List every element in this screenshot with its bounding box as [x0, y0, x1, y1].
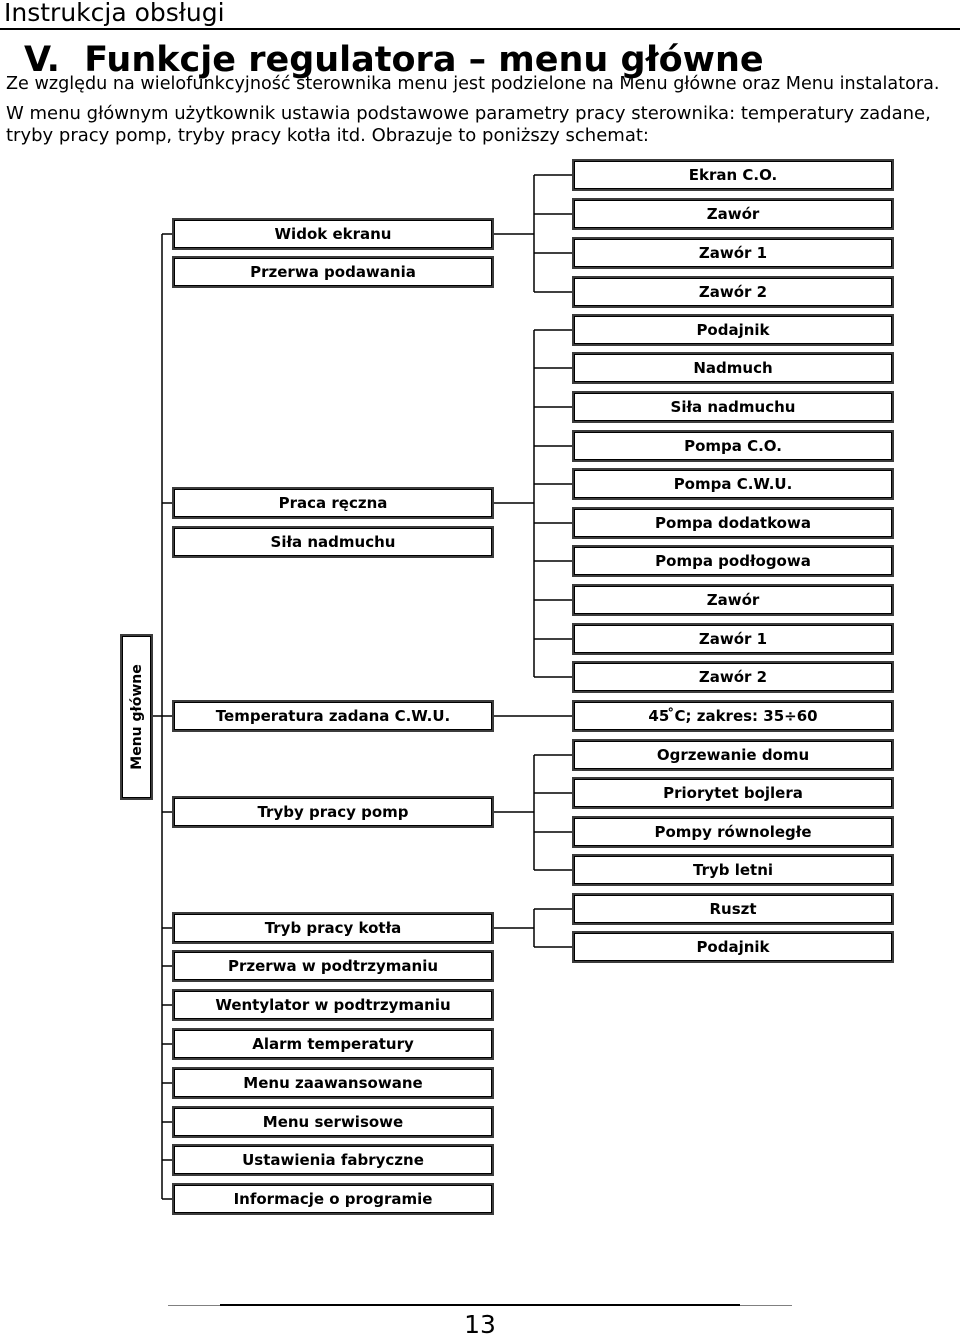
- level2-node-zawor-1: Zawór 1: [572, 237, 894, 269]
- level2-node-zawor: Zawór: [572, 198, 894, 230]
- level2-node-cwu-setpoint: 45 ̊C; zakres: 35÷60: [572, 700, 894, 732]
- section-heading: V. Funkcje regulatora – menu główne: [24, 40, 764, 80]
- footer-divider: [220, 1304, 740, 1306]
- level1-node-menu-zaawansowane: Menu zaawansowane: [172, 1067, 494, 1099]
- intro-line-3: tryby pracy pomp, tryby pracy kotła itd.…: [6, 125, 649, 146]
- level1-node-sila-nadmuchu: Siła nadmuchu: [172, 526, 494, 558]
- level2-node-pompa-co: Pompa C.O.: [572, 430, 894, 462]
- root-node-label: Menu główne: [128, 664, 145, 770]
- level1-node-przerwa-podawania: Przerwa podawania: [172, 256, 494, 288]
- level2-node-zawor: Zawór: [572, 584, 894, 616]
- connector-group: [153, 174, 572, 1200]
- level1-node-temperatura-cwu: Temperatura zadana C.W.U.: [172, 700, 494, 732]
- header-divider: [0, 28, 960, 30]
- level2-node-zawor-2: Zawór 2: [572, 276, 894, 308]
- level1-node-widok-ekranu: Widok ekranu: [172, 218, 494, 250]
- level2-node-pompa-dodatkowa: Pompa dodatkowa: [572, 507, 894, 539]
- level2-node-ekran-co: Ekran C.O.: [572, 159, 894, 191]
- level2-node-ogrzewanie-domu: Ogrzewanie domu: [572, 739, 894, 771]
- level1-node-przerwa-w-podtrzymaniu: Przerwa w podtrzymaniu: [172, 950, 494, 982]
- level1-node-ustawienia-fabryczne: Ustawienia fabryczne: [172, 1144, 494, 1176]
- section-title: Funkcje regulatora – menu główne: [84, 40, 764, 80]
- level1-node-tryby-pracy-pomp: Tryby pracy pomp: [172, 796, 494, 828]
- level2-node-ruszt: Ruszt: [572, 893, 894, 925]
- root-node-menu-glowne: Menu główne: [120, 634, 153, 800]
- level2-node-pompy-rownolegle: Pompy równoległe: [572, 816, 894, 848]
- level1-node-informacje-o-programie: Informacje o programie: [172, 1183, 494, 1215]
- page-number: 13: [464, 1310, 496, 1339]
- level2-node-zawor-2: Zawór 2: [572, 661, 894, 693]
- level2-node-nadmuch: Nadmuch: [572, 352, 894, 384]
- level2-node-tryb-letni: Tryb letni: [572, 854, 894, 886]
- level1-node-tryb-pracy-kotla: Tryb pracy kotła: [172, 912, 494, 944]
- level2-node-zawor-1: Zawór 1: [572, 623, 894, 655]
- level2-node-podajnik: Podajnik: [572, 314, 894, 346]
- level2-node-sila-nadmuchu: Siła nadmuchu: [572, 391, 894, 423]
- level2-node-pompa-podlogowa: Pompa podłogowa: [572, 545, 894, 577]
- level1-node-praca-reczna: Praca ręczna: [172, 487, 494, 519]
- section-number: V.: [24, 40, 60, 80]
- level1-node-alarm-temperatury: Alarm temperatury: [172, 1028, 494, 1060]
- level1-node-menu-serwisowe: Menu serwisowe: [172, 1106, 494, 1138]
- running-title: Instrukcja obsługi: [4, 0, 225, 27]
- intro-line-2: W menu głównym użytkownik ustawia podsta…: [6, 103, 931, 124]
- level2-node-pompa-cwu: Pompa C.W.U.: [572, 468, 894, 500]
- level2-node-podajnik-kotla: Podajnik: [572, 931, 894, 963]
- level2-node-priorytet-bojlera: Priorytet bojlera: [572, 777, 894, 809]
- intro-line-1: Ze względu na wielofunkcyjność sterownik…: [6, 74, 940, 94]
- level1-node-wentylator-w-podtrzymaniu: Wentylator w podtrzymaniu: [172, 989, 494, 1021]
